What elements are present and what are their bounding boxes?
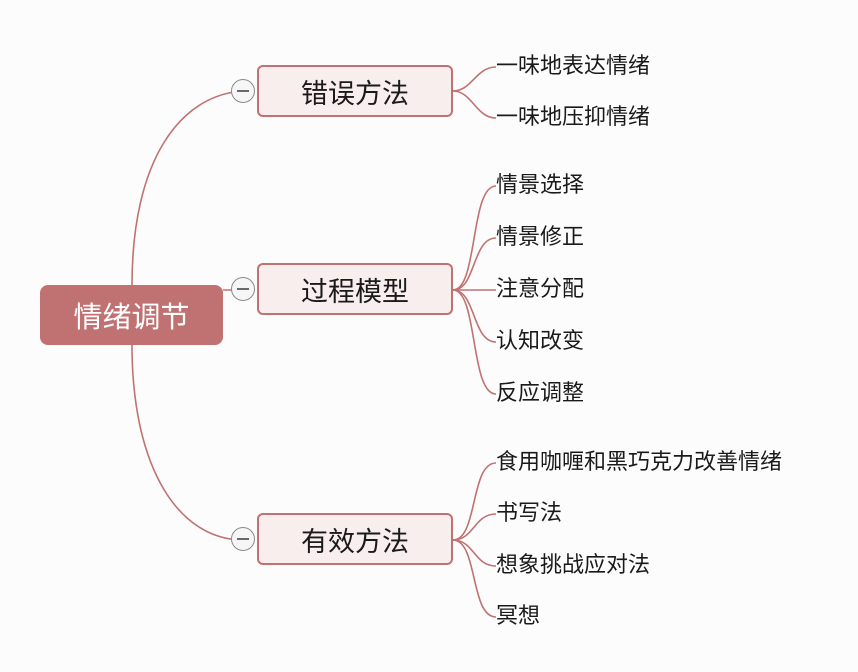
leaf-topic[interactable]: 冥想 (496, 604, 541, 629)
branch-topic-effective-methods[interactable]: 有效方法 (257, 513, 453, 565)
leaf-topic[interactable]: 书写法 (496, 501, 563, 526)
leaf-topic[interactable]: 认知改变 (496, 329, 585, 354)
leaf-topic[interactable]: 想象挑战应对法 (496, 553, 651, 578)
root-topic[interactable]: 情绪调节 (40, 285, 223, 345)
branch-3-leaf-2-line (452, 513, 497, 541)
leaf-topic[interactable]: 一味地压抑情绪 (496, 105, 651, 130)
branch-3-leaf-1-line (452, 462, 497, 541)
branch-2-leaf-4-line (452, 289, 497, 343)
leaf-topic[interactable]: 注意分配 (496, 277, 585, 302)
leaf-topic[interactable]: 情景选择 (496, 173, 585, 198)
branch-1-leaf-1-line (452, 66, 497, 92)
root-to-branch-1-line (131, 90, 244, 286)
branch-1-leaf-2-line (452, 90, 497, 119)
branch-3-leaf-4-line (452, 539, 497, 618)
branch-topic-process-model[interactable]: 过程模型 (257, 263, 453, 315)
root-to-branch-3-line (131, 344, 244, 541)
branch-2-leaf-5-line (452, 289, 497, 395)
leaf-topic[interactable]: 反应调整 (496, 381, 585, 406)
leaf-topic[interactable]: 情景修正 (496, 225, 585, 250)
branch-3-leaf-3-line (452, 539, 497, 567)
minus-circle-icon[interactable] (231, 527, 255, 551)
minus-circle-icon[interactable] (231, 277, 255, 301)
branch-2-leaf-1-line (452, 185, 497, 291)
leaf-topic[interactable]: 食用咖喱和黑巧克力改善情绪 (496, 450, 783, 475)
branch-topic-wrong-methods[interactable]: 错误方法 (257, 65, 453, 117)
branch-2-leaf-2-line (452, 237, 497, 291)
minus-circle-icon[interactable] (231, 79, 255, 103)
leaf-topic[interactable]: 一味地表达情绪 (496, 54, 651, 79)
